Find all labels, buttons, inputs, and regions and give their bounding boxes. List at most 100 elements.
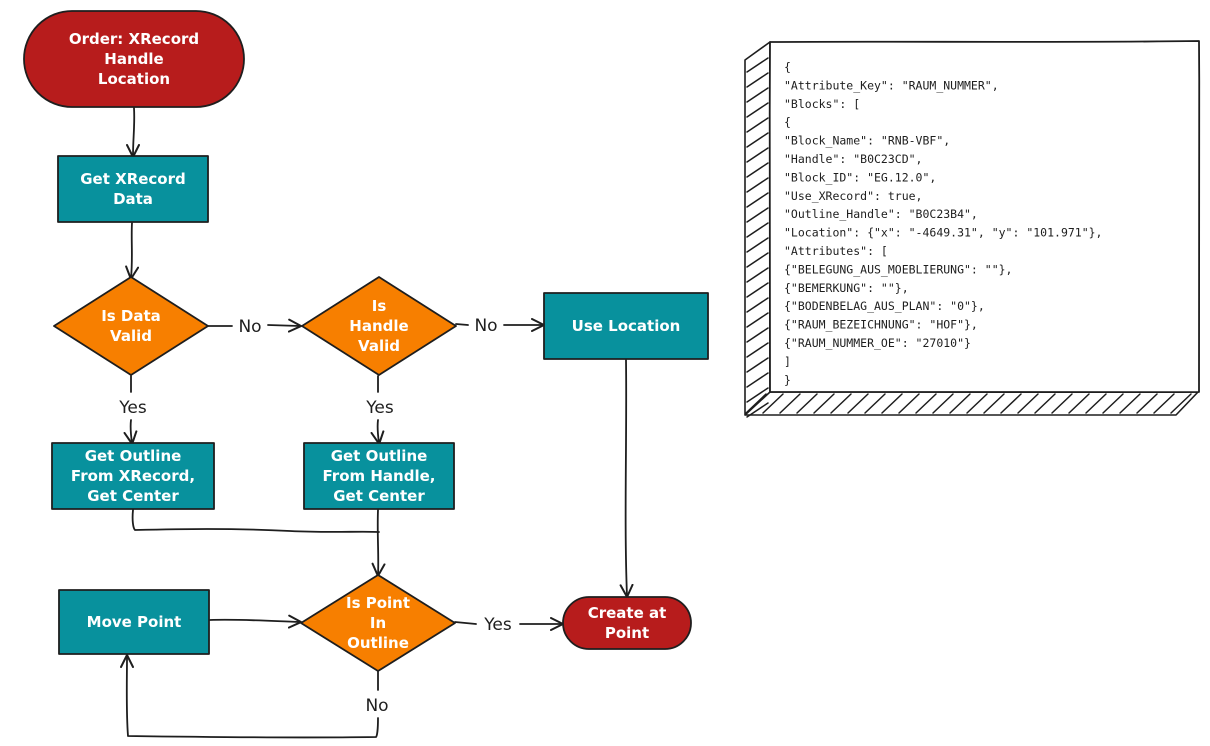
node-diamond <box>300 574 456 672</box>
node-label-line: Get Center <box>87 487 179 505</box>
hatch-line <box>746 387 769 403</box>
edge-is-point-in-outline-to-move-point <box>127 656 379 739</box>
edge-is-point-in-outline-to-create-at-point <box>454 622 562 624</box>
edge-labels: No No Yes Yes Yes No <box>118 316 512 716</box>
node-label-line: Move Point <box>87 613 182 631</box>
node-label-line: Outline <box>347 634 409 652</box>
hatch-line <box>915 393 937 414</box>
hatch-line <box>746 72 769 88</box>
hatch-line <box>864 393 886 414</box>
edge-start-to-get-xrecord <box>126 107 141 158</box>
node-label-line: Create at <box>588 604 667 622</box>
hatch-line <box>745 393 767 414</box>
node-label-line: Valid <box>358 337 400 355</box>
node-box <box>543 292 709 360</box>
hatch-line <box>746 297 769 313</box>
edge-label-handle-no: No <box>474 316 497 336</box>
node-label-line: Is <box>372 297 387 315</box>
hatch-line <box>1017 393 1039 414</box>
hatch-line <box>746 357 769 373</box>
node-label-line: Use Location <box>572 317 681 335</box>
code-line: "Block_ID": "EG.12.0", <box>784 170 936 184</box>
code-line: { <box>784 60 791 74</box>
hatch-line <box>830 393 852 414</box>
hatch-line <box>1068 393 1090 414</box>
node-terminal <box>23 10 245 108</box>
node-label-line: Handle <box>104 50 163 68</box>
hatch-line <box>746 222 769 238</box>
node-label-line: Location <box>98 70 170 88</box>
hatch-line <box>746 162 769 178</box>
panel-hatching <box>745 57 1192 418</box>
hatch-line <box>1034 393 1056 414</box>
edge-label-handle-yes: Yes <box>365 398 394 418</box>
node-label-line: From XRecord, <box>71 467 195 485</box>
node-diamond <box>301 276 457 376</box>
hatch-line <box>746 372 769 388</box>
hatch-line <box>1170 393 1192 414</box>
hatch-line <box>1102 393 1124 414</box>
hatch-line <box>746 327 769 343</box>
hatch-line <box>746 342 769 358</box>
code-line: "Handle": "B0C23CD", <box>784 152 922 166</box>
hatch-line <box>746 267 769 283</box>
hatch-line <box>1000 393 1022 414</box>
hatch-line <box>966 393 988 414</box>
node-label-line: Get Outline <box>85 447 182 465</box>
node-move-point: Move Point <box>58 589 210 655</box>
code-line: "Outline_Handle": "B0C23B4", <box>784 207 978 221</box>
edge-use-location-to-create-at-point <box>619 359 634 598</box>
hatch-line <box>746 147 769 163</box>
hatch-line <box>746 252 769 268</box>
code-line: {"BODENBELAG_AUS_PLAN": "0"}, <box>784 299 985 313</box>
hatch-line <box>1051 393 1073 414</box>
edge-outline-xrecord-merge <box>131 509 380 533</box>
edge-move-point-to-is-point-in-outline <box>209 614 302 629</box>
hatch-line <box>746 402 769 418</box>
node-label-line: In <box>370 614 386 632</box>
node-label-line: Is Point <box>346 594 410 612</box>
node-label-line: Get Center <box>333 487 425 505</box>
edges <box>125 107 634 739</box>
node-label-line: Valid <box>110 327 152 345</box>
edge-get-xrecord-to-is-data-valid <box>125 222 140 280</box>
hatch-line <box>746 177 769 193</box>
node-label-line: Get XRecord <box>80 170 186 188</box>
json-code-block: { "Attribute_Key": "RAUM_NUMMER", "Block… <box>784 60 1103 387</box>
hatch-line <box>813 393 835 414</box>
hatch-line <box>746 237 769 253</box>
edge-label-outline-no: No <box>365 696 388 716</box>
hatch-line <box>949 393 971 414</box>
json-note-panel: { "Attribute_Key": "RAUM_NUMMER", "Block… <box>744 40 1201 418</box>
node-box <box>51 442 215 510</box>
edge-outline-handle-to-is-point-in-outline <box>371 509 386 577</box>
edge-is-data-valid-to-outline-xrecord <box>131 375 132 443</box>
code-line: "Attributes": [ <box>784 244 888 258</box>
hatch-line <box>746 117 769 133</box>
node-diamond <box>53 276 209 376</box>
node-label-line: Is Data <box>101 307 161 325</box>
hatch-line <box>847 393 869 414</box>
edge-is-handle-valid-to-use-location <box>455 324 543 325</box>
node-label-line: Point <box>605 624 649 642</box>
hatch-line <box>746 87 769 103</box>
node-box <box>58 589 210 655</box>
hatch-line <box>1136 393 1158 414</box>
code-line: { <box>784 115 791 129</box>
node-terminal <box>562 596 692 650</box>
code-line: {"RAUM_NUMMER_OE": "27010"} <box>784 336 971 350</box>
hatch-line <box>746 132 769 148</box>
code-line: } <box>784 373 791 387</box>
node-box <box>303 442 455 510</box>
node-label-line: Get Outline <box>331 447 428 465</box>
node-label-line: Handle <box>349 317 408 335</box>
